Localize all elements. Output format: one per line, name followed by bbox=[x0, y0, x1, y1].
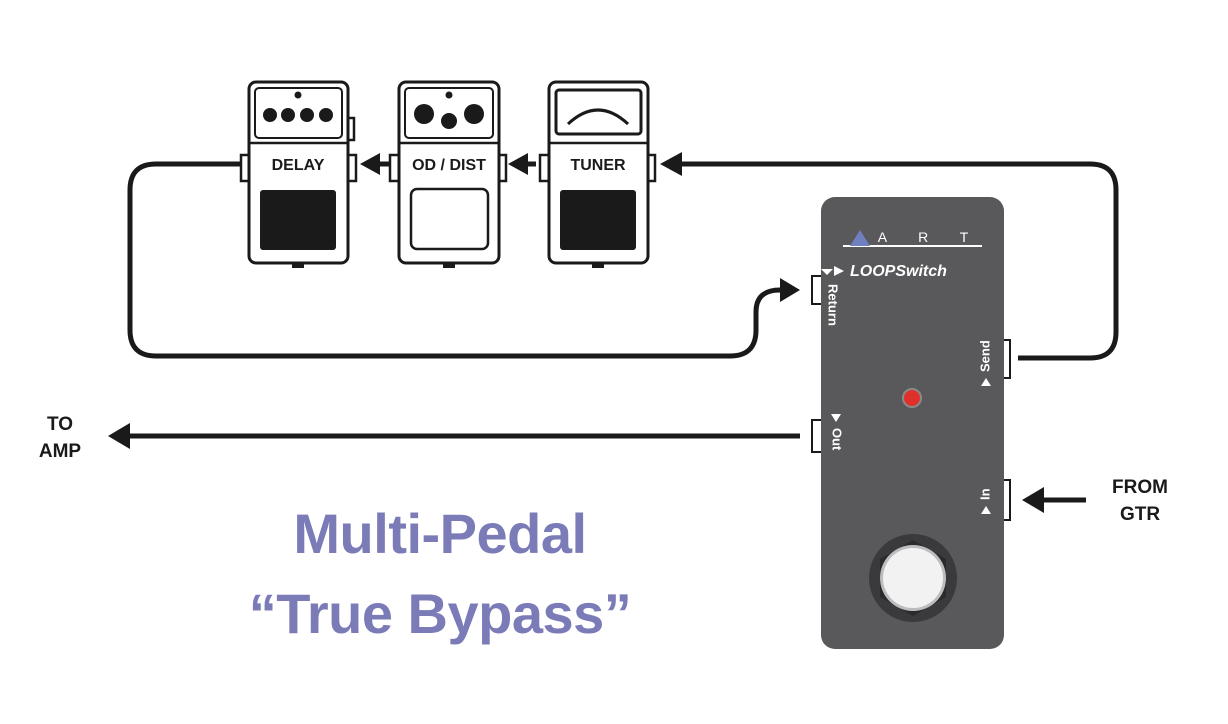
unit-body bbox=[821, 197, 1004, 649]
pedal-delay: DELAY bbox=[239, 80, 358, 268]
pedal-tuner: TUNER bbox=[538, 80, 657, 268]
from-gtr-label-line1: FROM bbox=[1112, 477, 1168, 498]
arrow-into-od-icon bbox=[508, 153, 528, 175]
svg-text:Send: Send bbox=[977, 340, 992, 372]
in-label: In bbox=[977, 488, 992, 514]
svg-text:Return: Return bbox=[826, 284, 841, 326]
to-amp-label-line2: AMP bbox=[39, 441, 82, 462]
loopswitch-unit: A R T LOOPSwitch Return Out Send In bbox=[811, 197, 1011, 649]
footswitch[interactable] bbox=[869, 534, 957, 622]
to-amp-label-line1: TO bbox=[47, 414, 73, 435]
arrow-to-amp-icon bbox=[108, 423, 130, 449]
brand-name: A R T bbox=[878, 229, 977, 245]
pedal-label: OD / DIST bbox=[412, 157, 486, 174]
four-knobs-icon bbox=[263, 91, 333, 122]
status-led bbox=[902, 388, 922, 408]
pedal-label: TUNER bbox=[570, 157, 626, 174]
svg-text:Out: Out bbox=[830, 428, 845, 451]
cables bbox=[124, 161, 1119, 503]
arrow-into-return-icon bbox=[780, 278, 800, 302]
model-arrow-icon bbox=[834, 266, 844, 276]
from-gtr-label-line2: GTR bbox=[1120, 504, 1160, 525]
brand-triangle-icon bbox=[850, 230, 870, 246]
svg-text:In: In bbox=[977, 488, 992, 500]
arrow-into-in-icon bbox=[1022, 487, 1044, 513]
send-label: Send bbox=[977, 340, 992, 386]
arrowheads bbox=[108, 152, 1044, 513]
return-cable bbox=[127, 161, 792, 359]
three-knobs-icon bbox=[414, 91, 484, 129]
headline-line1: Multi-Pedal bbox=[293, 502, 587, 565]
arrow-into-delay-icon bbox=[360, 153, 380, 175]
model-name: LOOPSwitch bbox=[850, 263, 947, 280]
pedal-od-dist: OD / DIST bbox=[388, 80, 508, 268]
tuner-meter-icon bbox=[554, 88, 643, 136]
arrow-into-tuner-icon bbox=[660, 152, 682, 176]
out-label: Out bbox=[830, 414, 845, 451]
headline-line2: “True Bypass” bbox=[248, 582, 632, 645]
send-cable bbox=[668, 161, 1119, 361]
return-label: Return bbox=[821, 269, 841, 326]
pedal-label: DELAY bbox=[272, 157, 325, 174]
